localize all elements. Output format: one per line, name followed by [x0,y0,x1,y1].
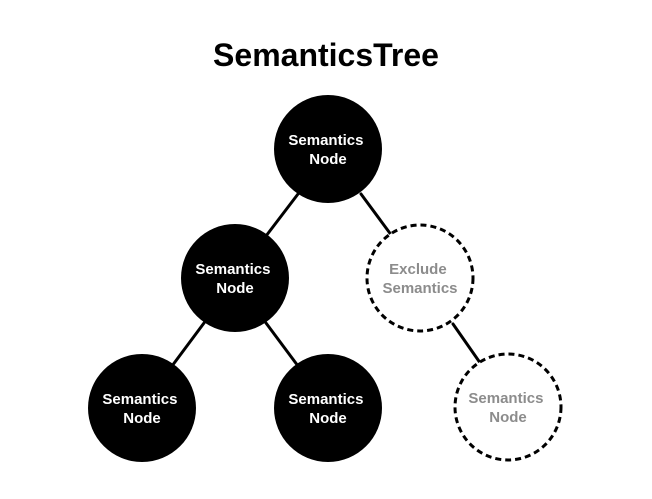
svg-text:Semantics Node: Semantics Node [195,261,274,297]
node-root-label-line2: Node [309,151,347,168]
edge-root-to-left [264,192,300,238]
node-left-circle [181,224,289,332]
node-excluded-child-circle [453,352,563,462]
edge-left-to-left-right [264,321,300,368]
node-left-left: Semantics Node [88,354,196,462]
svg-text:Semantics Node: Semantics Node [288,132,367,168]
node-excluded-child: Semantics Node [453,352,563,462]
node-left-label-line1: Semantics [195,261,270,278]
svg-text:Exclude Semantics: Exclude Semantics [382,261,457,297]
node-left-right-label-line2: Node [309,410,347,427]
svg-text:Semantics Node: Semantics Node [468,390,547,426]
node-exclude-circle [365,223,475,333]
node-exclude-semantics: Exclude Semantics [365,223,475,333]
svg-text:Semantics Node: Semantics Node [288,391,367,427]
node-exclude-label-line1: Exclude [389,261,447,278]
node-left-right: Semantics Node [274,354,382,462]
node-left-right-circle [274,354,382,462]
node-root-label-line1: Semantics [288,132,363,149]
edge-left-to-left-left [170,321,206,368]
node-exclude-label-line2: Semantics [382,280,457,297]
node-excluded-child-label-line1: Semantics [468,390,543,407]
node-left: Semantics Node [181,224,289,332]
node-root-circle [274,95,382,203]
edge-exclude-to-child [451,322,485,369]
node-root: Semantics Node [274,95,382,203]
node-left-left-label-line2: Node [123,410,161,427]
node-left-left-circle [88,354,196,462]
node-left-left-label-line1: Semantics [102,391,177,408]
diagram-title: SemanticsTree [213,37,439,73]
svg-text:Semantics Node: Semantics Node [102,391,181,427]
node-left-right-label-line1: Semantics [288,391,363,408]
node-excluded-child-label-line2: Node [489,409,527,426]
tree-edges [170,192,485,369]
edge-root-to-exclude [359,192,394,238]
node-left-label-line2: Node [216,280,254,297]
